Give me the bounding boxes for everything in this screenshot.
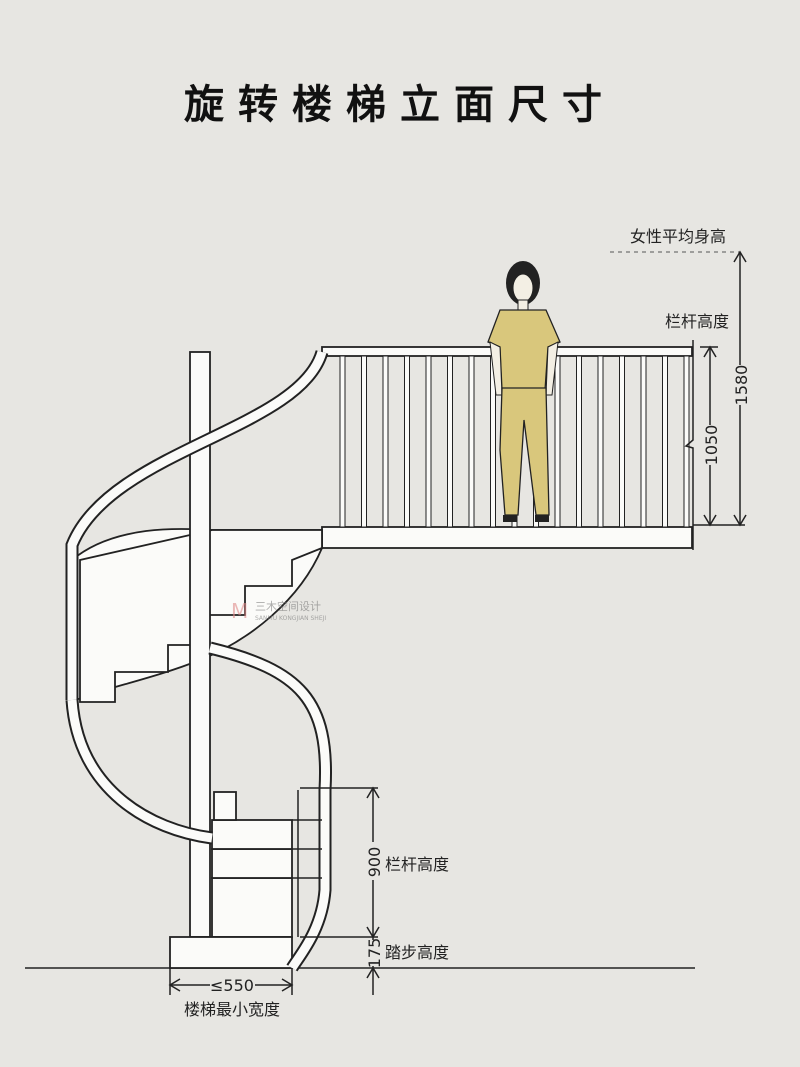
lower-step [211,819,293,850]
step-height-label: 踏步高度 [385,943,449,962]
lower-step [211,877,293,938]
baluster [554,355,561,528]
dimension-1050-value: 1050 [702,425,721,466]
upper-railing-balusters [339,355,690,528]
baluster [447,355,453,528]
dimension-1580-value: 1580 [732,365,751,406]
bottom-step [169,936,293,969]
baluster [425,355,432,528]
dimension-550 [168,968,294,995]
dimension-175-value: 175 [365,938,384,969]
baluster [576,355,582,528]
baluster [382,355,389,528]
baluster [597,355,604,528]
upper-landing-slab [321,526,693,549]
spiral-handrail [65,349,333,972]
baluster [339,355,346,528]
baluster [404,355,410,528]
baluster [361,355,367,528]
baluster [662,355,668,528]
lower-step [211,848,293,879]
dimension-900-value: 900 [365,847,384,878]
watermark-logo: M [231,599,248,623]
lower-railing-height-label: 栏杆高度 [385,855,449,874]
baluster [640,355,647,528]
baluster [619,355,625,528]
upper-railing-height-label: 栏杆高度 [665,312,729,331]
watermark-pinyin: SANMU KONGJIAN SHEJI [255,615,326,622]
female-avg-height-label: 女性平均身高 [630,227,726,246]
woman-figure [487,261,561,522]
watermark: M 三木空间设计 SANMU KONGJIAN SHEJI [231,599,326,623]
baluster [468,355,475,528]
baluster [683,355,690,528]
min-stair-width-label: 楼梯最小宽度 [184,1000,280,1019]
watermark-name: 三木空间设计 [255,599,321,613]
page-title: 旋转楼梯立面尺寸 [184,82,616,128]
dimension-550-value: ≤550 [210,976,254,995]
lower-step [213,791,237,821]
railing-extension-line [684,340,694,550]
